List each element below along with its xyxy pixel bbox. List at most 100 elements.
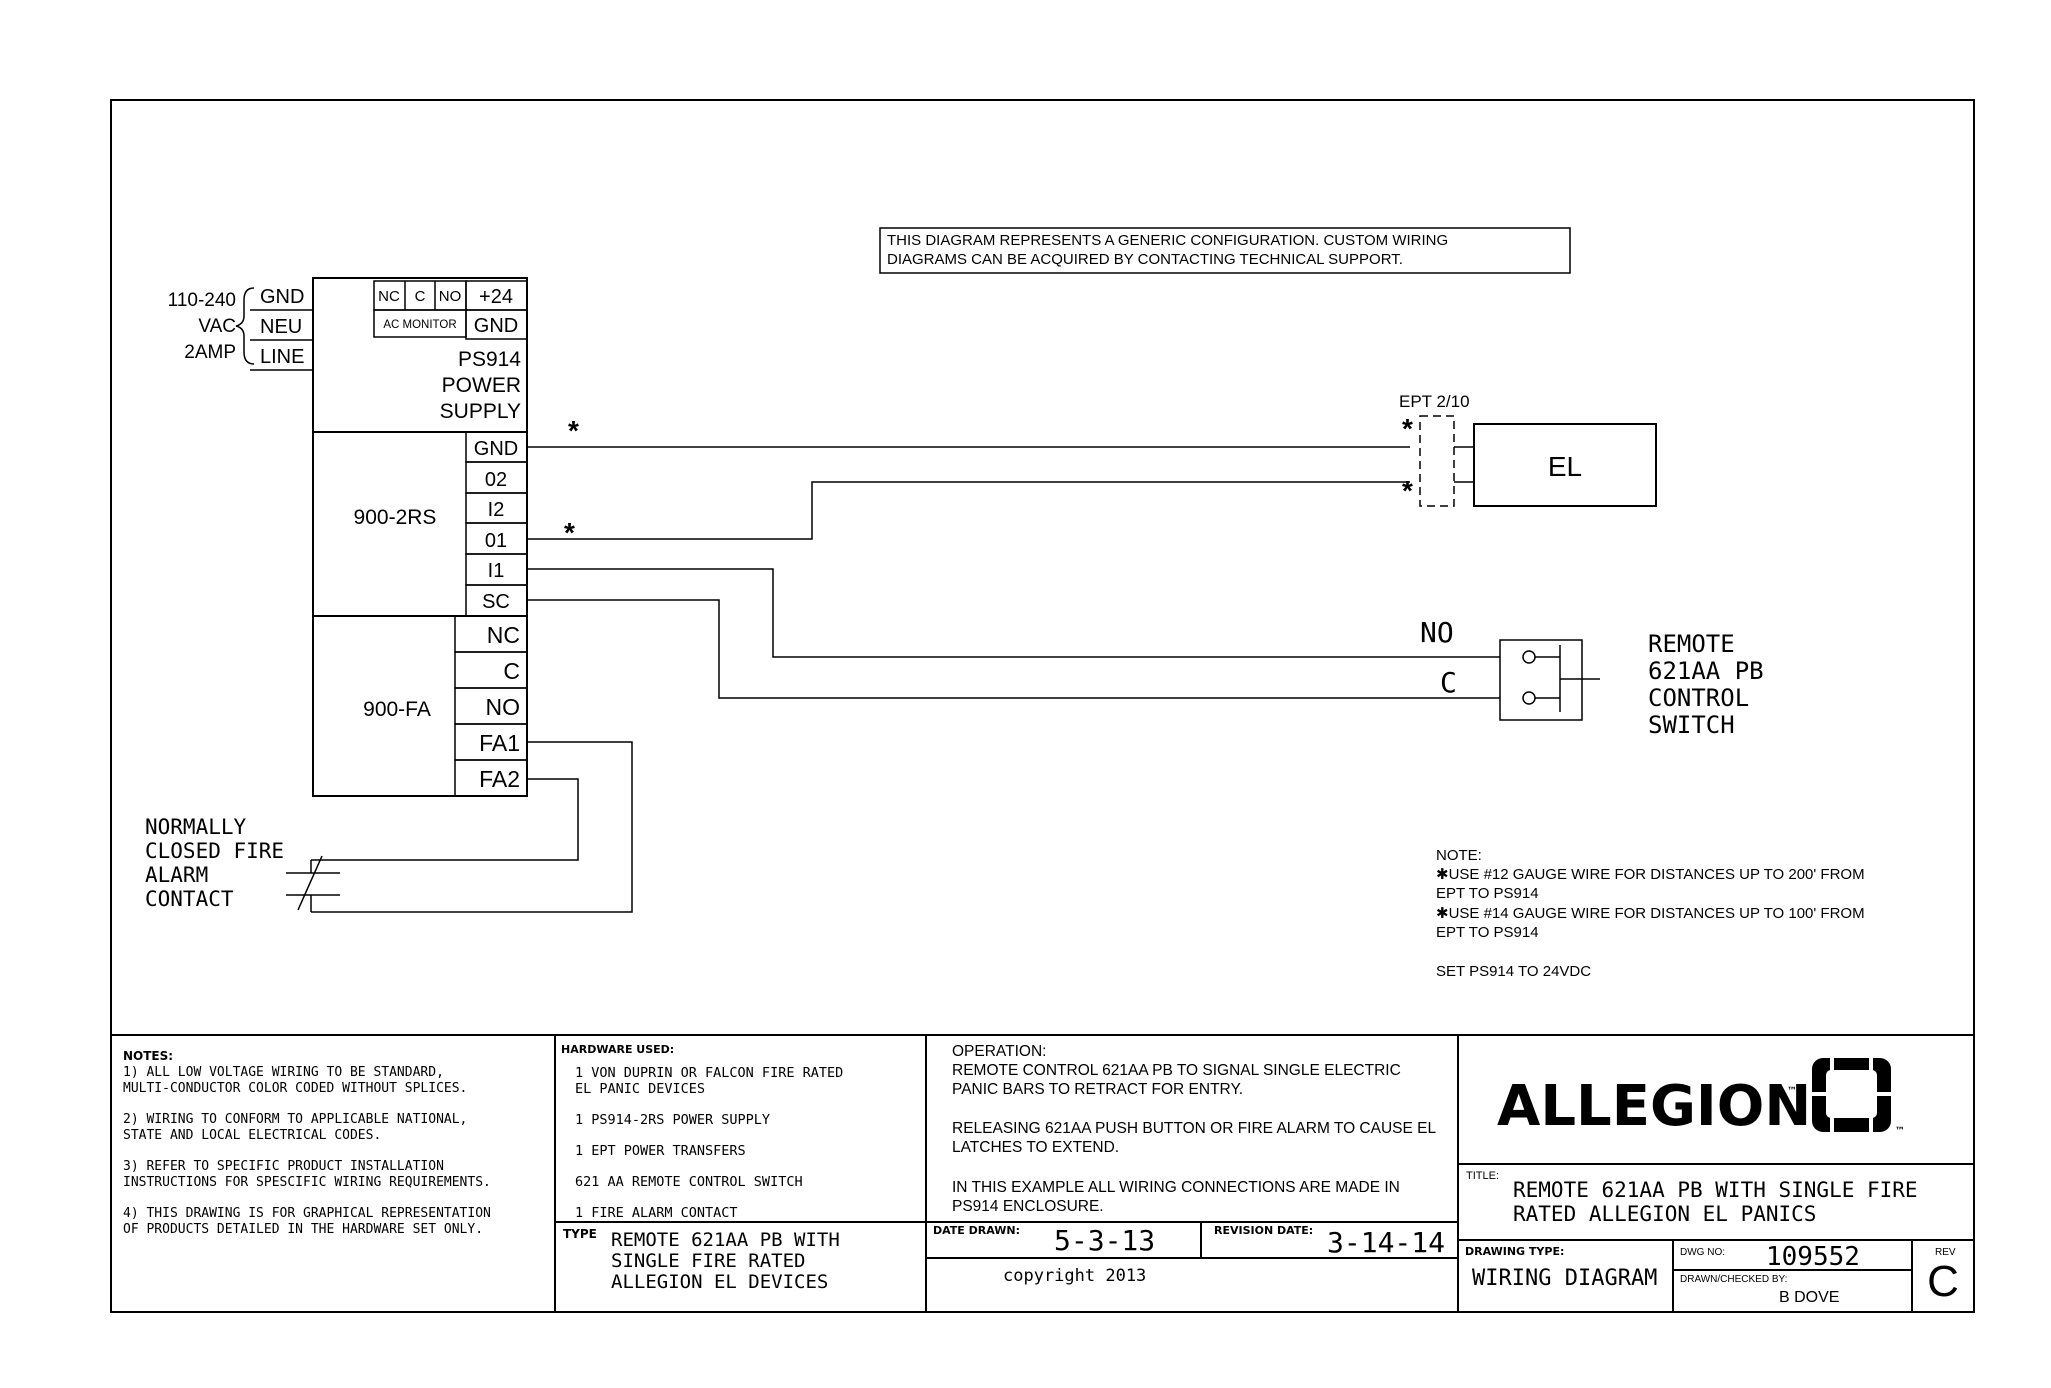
ps914-plus24-label: +24: [479, 286, 513, 308]
ps914-name: PS914: [458, 348, 521, 371]
ac-voltage-label: 110-240: [168, 290, 236, 311]
ac-gnd-label: GND: [260, 286, 304, 308]
hardware-line: EL PANIC DEVICES: [575, 1081, 705, 1097]
ps914-name2: POWER: [442, 374, 521, 397]
ept-power-transfer: [1419, 415, 1455, 507]
wire-marker-asterisk: *: [1402, 413, 1413, 444]
hardware-line: 1 VON DUPRIN OR FALCON FIRE RATED: [575, 1065, 843, 1081]
operation-line: PANIC BARS TO RETRACT FOR ENTRY.: [952, 1081, 1243, 1098]
rev-value: C: [1927, 1257, 1959, 1306]
disclaimer-box: [879, 227, 1571, 274]
title-line1: REMOTE 621AA PB WITH SINGLE FIRE: [1513, 1178, 1918, 1202]
dwg-no-label: DWG NO:: [1680, 1247, 1725, 1258]
disclaimer-line2: DIAGRAMS CAN BE ACQUIRED BY CONTACTING T…: [887, 251, 1403, 268]
wire-marker-asterisk: *: [1402, 475, 1413, 506]
type-line3: ALLEGION EL DEVICES: [611, 1271, 828, 1293]
switch-no-terminal: [1522, 650, 1536, 664]
ps914-name3: SUPPLY: [440, 400, 521, 423]
ac-monitor-c: C: [415, 288, 426, 305]
sheet-border: [110, 99, 1975, 1313]
wire-note-line3: ✱USE #14 GAUGE WIRE FOR DISTANCES UP TO …: [1436, 905, 1865, 922]
switch-c-label: C: [1440, 666, 1457, 699]
notes-line: OF PRODUCTS DETAILED IN THE HARDWARE SET…: [123, 1222, 483, 1237]
el-device-box: [1473, 423, 1657, 507]
switch-title-line4: SWITCH: [1648, 711, 1735, 739]
fire-contact-line1: NORMALLY: [145, 815, 247, 839]
notes-line: 2) WIRING TO CONFORM TO APPLICABLE NATIO…: [123, 1112, 467, 1127]
rs-terminal-sc: SC: [482, 591, 510, 613]
hardware-title: HARDWARE USED:: [561, 1043, 674, 1056]
operation-line: LATCHES TO EXTEND.: [952, 1139, 1119, 1156]
remote-switch-box: [1499, 639, 1583, 721]
wire-marker-asterisk: *: [568, 415, 579, 446]
fa-terminal-fa2: FA2: [479, 766, 520, 792]
ept-label: EPT 2/10: [1399, 392, 1470, 411]
fa-terminal-fa1: FA1: [479, 730, 520, 756]
hardware-line: 1 PS914-2RS POWER SUPPLY: [575, 1112, 770, 1128]
notes-line: INSTRUCTIONS FOR SPESCIFIC WIRING REQUIR…: [123, 1175, 491, 1190]
switch-c-terminal: [1522, 691, 1536, 705]
wire-note-line5: SET PS914 TO 24VDC: [1436, 963, 1591, 980]
drawing-type-label: DRAWING TYPE:: [1465, 1245, 1564, 1258]
notes-line: MULTI-CONDUCTOR COLOR CODED WITHOUT SPLI…: [123, 1081, 467, 1096]
allegion-tm: ™: [1787, 1086, 1797, 1097]
ac-monitor-nc: NC: [378, 288, 400, 305]
notes-line: 3) REFER TO SPECIFIC PRODUCT INSTALLATIO…: [123, 1159, 444, 1174]
ac-vac-label: VAC: [198, 316, 236, 337]
module-900-2rs-label: 900-2RS: [354, 506, 437, 529]
notes-line: STATE AND LOCAL ELECTRICAL CODES.: [123, 1128, 381, 1143]
fire-contact-line3: ALARM: [145, 863, 208, 887]
operation-line: IN THIS EXAMPLE ALL WIRING CONNECTIONS A…: [952, 1179, 1400, 1196]
wire-01-to-el: [527, 481, 1410, 540]
date-drawn-label: DATE DRAWN:: [933, 1224, 1020, 1237]
switch-title-line2: 621AA PB: [1648, 657, 1764, 685]
title-label: TITLE:: [1466, 1170, 1499, 1182]
ac-neu-label: NEU: [260, 316, 302, 338]
operation-title: OPERATION:: [952, 1043, 1046, 1060]
ps914-gnd-terminal: [465, 309, 528, 340]
ps914-gnd-label: GND: [474, 315, 518, 337]
allegion-logo-tm: ™: [1895, 1126, 1905, 1137]
wire-note-line1: ✱USE #12 GAUGE WIRE FOR DISTANCES UP TO …: [1436, 866, 1865, 883]
type-line1: REMOTE 621AA PB WITH: [611, 1229, 840, 1251]
allegion-wordmark: ALLEGION: [1497, 1074, 1811, 1139]
switch-title-line3: CONTROL: [1648, 684, 1749, 712]
date-drawn: 5-3-13: [1054, 1224, 1155, 1257]
switch-no-label: NO: [1420, 616, 1454, 649]
revision-date-label: REVISION DATE:: [1214, 1224, 1313, 1237]
module-900-fa-label: 900-FA: [363, 698, 431, 721]
ac-monitor-no: NO: [439, 288, 462, 305]
notes-line: 4) THIS DRAWING IS FOR GRAPHICAL REPRESE…: [123, 1206, 491, 1221]
ac-monitor-label: AC MONITOR: [383, 319, 456, 331]
wire-i1-to-switch-no: [527, 568, 1500, 658]
rs-terminal-i1: I1: [488, 560, 505, 582]
drawing-type: WIRING DIAGRAM: [1472, 1266, 1657, 1291]
allegion-logo-icon: [1812, 1058, 1891, 1132]
fire-contact-line4: CONTACT: [145, 887, 234, 911]
operation-line: RELEASING 621AA PUSH BUTTON OR FIRE ALAR…: [952, 1120, 1436, 1137]
revision-date: 3-14-14: [1327, 1226, 1445, 1259]
wire-fa2-to-contact: [311, 778, 579, 861]
dwg-no: 109552: [1766, 1242, 1860, 1272]
wire-note-line2: EPT TO PS914: [1436, 885, 1539, 902]
copyright: copyright 2013: [1003, 1266, 1146, 1286]
rev-label: REV: [1935, 1247, 1956, 1258]
fa-terminal-no: NO: [486, 694, 521, 720]
type-line2: SINGLE FIRE RATED: [611, 1250, 805, 1272]
disclaimer-line1: THIS DIAGRAM REPRESENTS A GENERIC CONFIG…: [887, 232, 1448, 249]
type-label: TYPE: [563, 1227, 597, 1241]
rs-terminal-gnd: GND: [474, 438, 518, 460]
hardware-line: 1 EPT POWER TRANSFERS: [575, 1143, 746, 1159]
wire-note-line4: EPT TO PS914: [1436, 924, 1539, 941]
notes-line: 1) ALL LOW VOLTAGE WIRING TO BE STANDARD…: [123, 1065, 444, 1080]
drawn-by-label: DRAWN/CHECKED BY:: [1680, 1274, 1787, 1285]
hardware-line: 621 AA REMOTE CONTROL SWITCH: [575, 1174, 803, 1190]
fire-contact-line2: CLOSED FIRE: [145, 839, 284, 863]
operation-line: PS914 ENCLOSURE.: [952, 1198, 1104, 1215]
wire-fa1-to-contact: [311, 741, 633, 913]
title-line2: RATED ALLEGION EL PANICS: [1513, 1202, 1816, 1226]
el-device-label: EL: [1548, 451, 1582, 482]
drawn-by: B DOVE: [1779, 1289, 1839, 1306]
ac-amp-label: 2AMP: [184, 342, 236, 363]
